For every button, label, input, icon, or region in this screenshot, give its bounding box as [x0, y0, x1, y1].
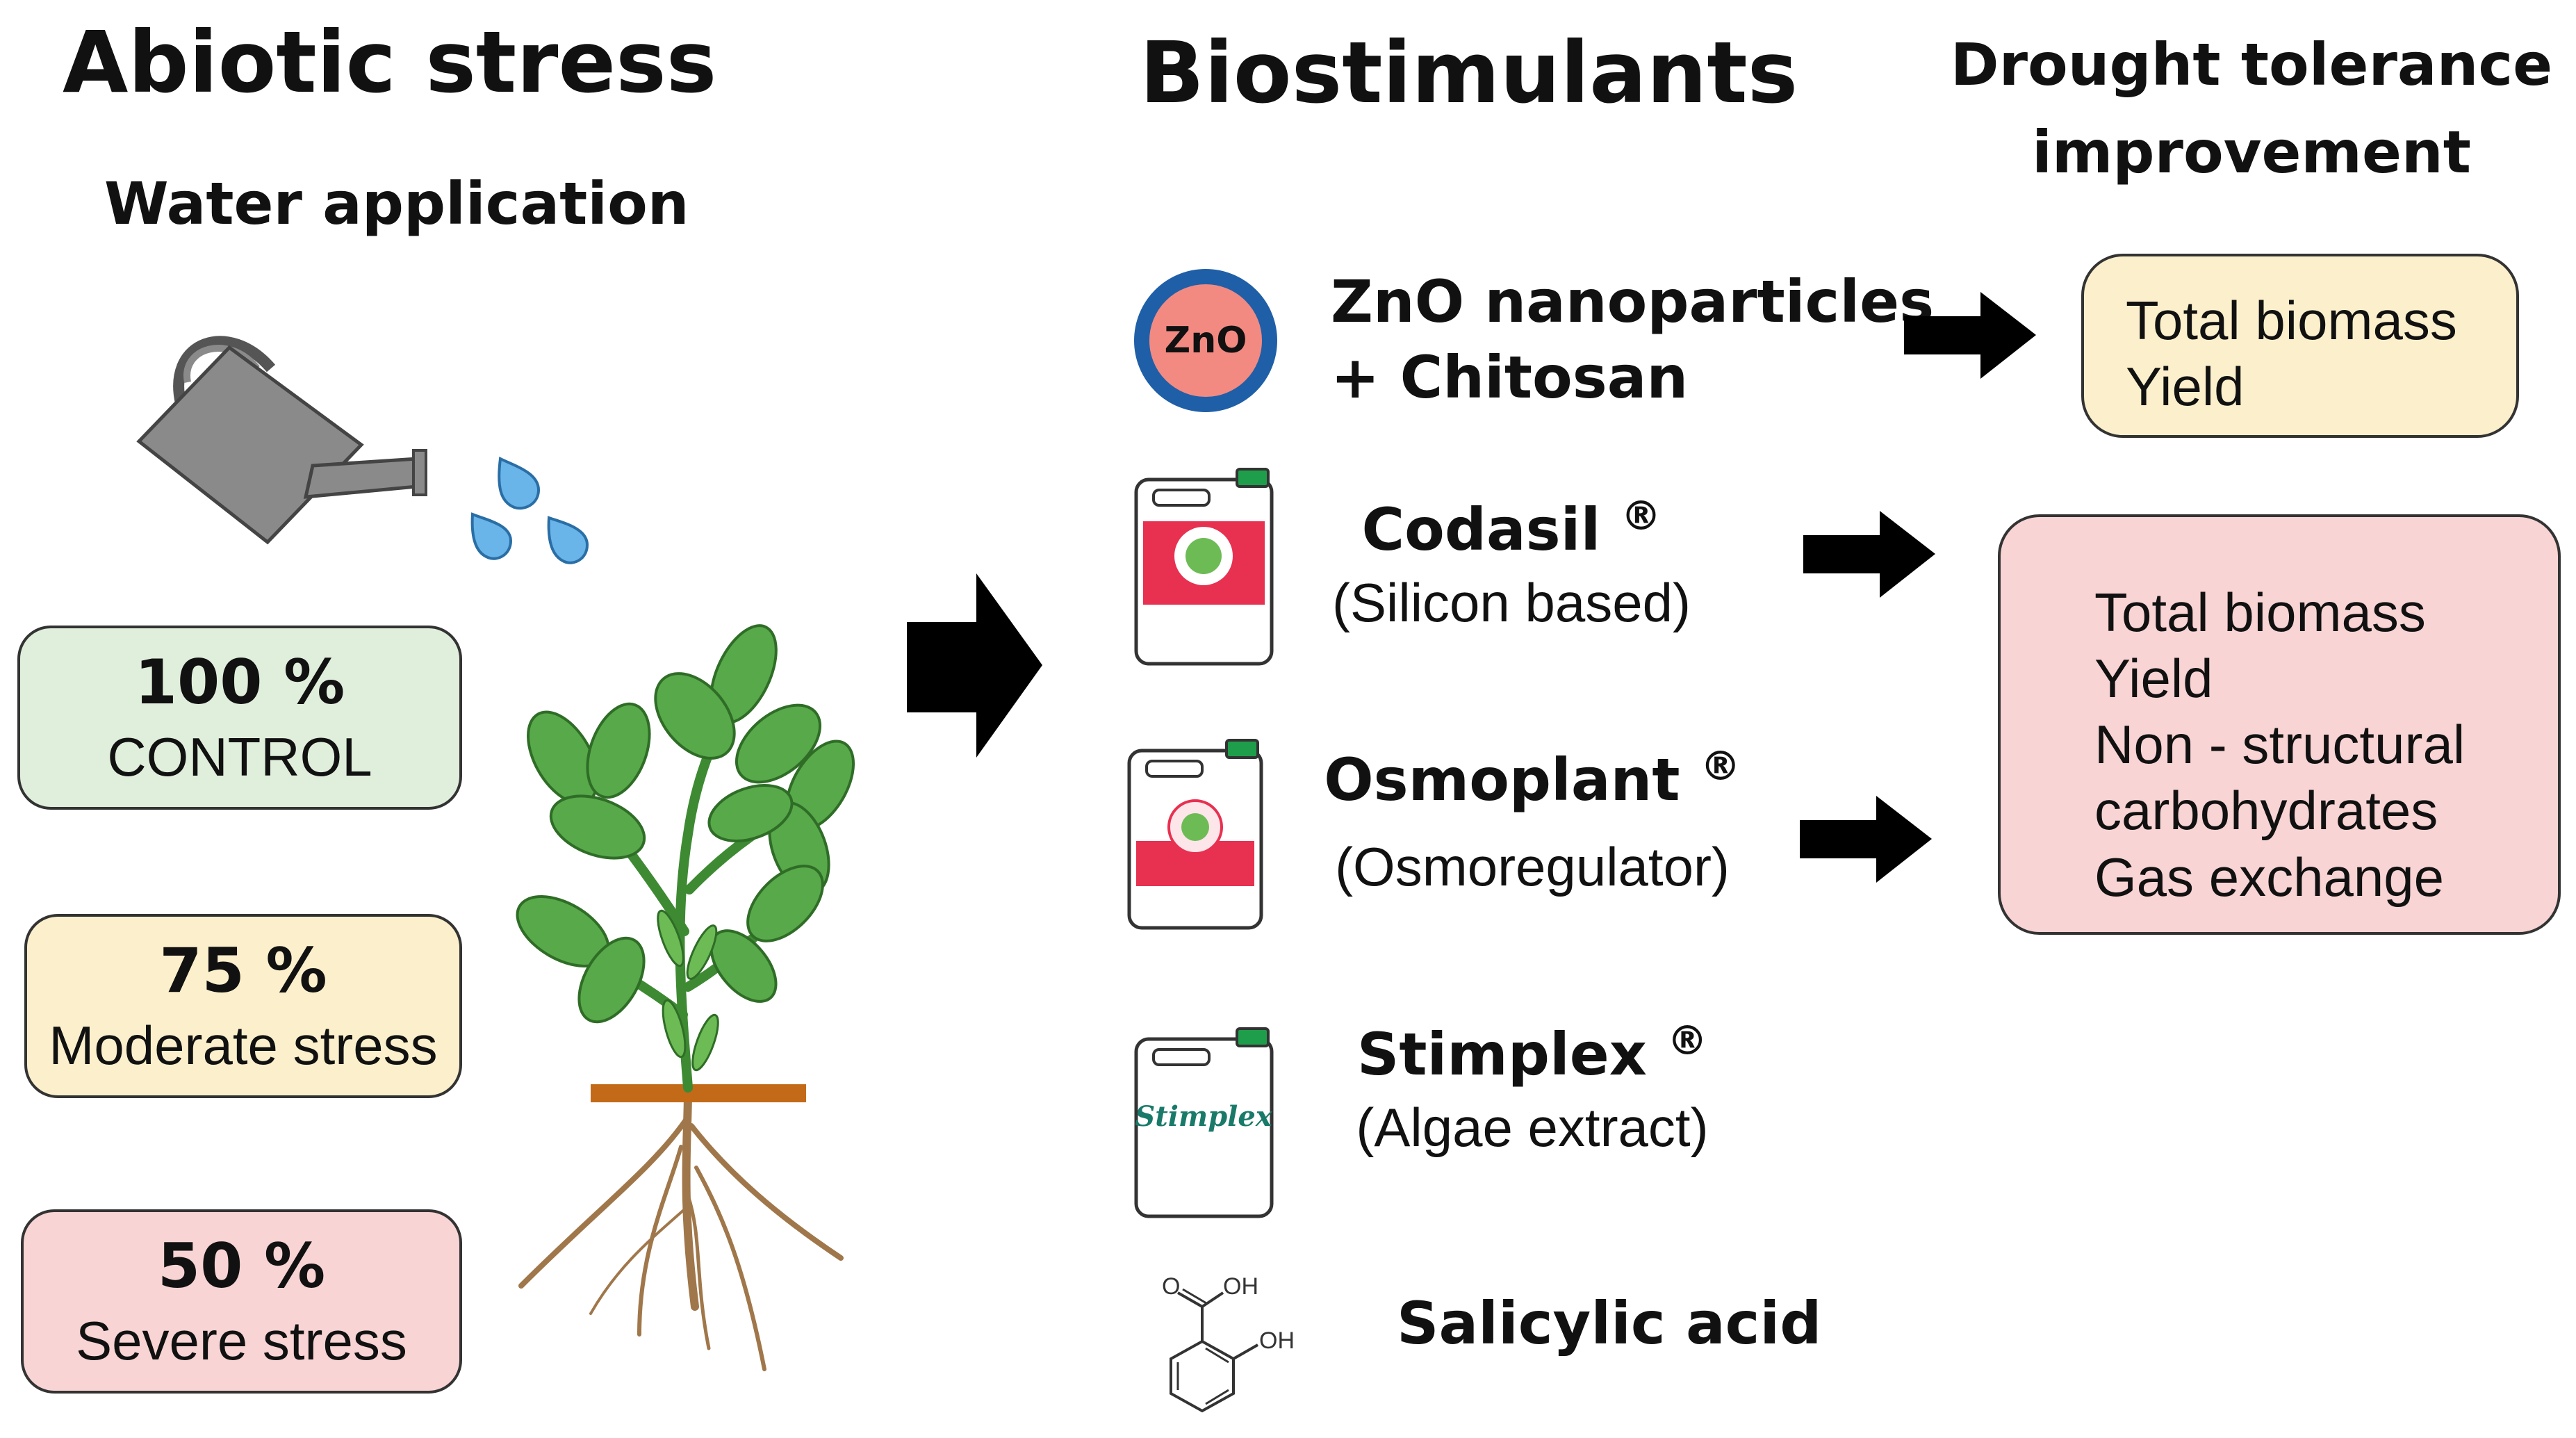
zno-name-line1: ZnO nanoparticles [1331, 268, 1935, 336]
arrow-codasil-icon [1803, 511, 1935, 598]
registered-mark: ® [1700, 742, 1741, 790]
severe-stress-box: 50 % Severe stress [21, 1209, 462, 1394]
treatment-percent: 100 % [134, 646, 345, 718]
abiotic-stress-heading: Abiotic stress [63, 13, 717, 112]
arrow-osmoplant-icon [1800, 796, 1932, 883]
treatment-label: CONTROL [107, 726, 372, 787]
codasil-name: Codasil ® [1361, 492, 1662, 564]
treatment-percent: 75 % [159, 934, 327, 1006]
stimplex-jug-label: Stimplex [1135, 1100, 1272, 1133]
moderate-stress-box: 75 % Moderate stress [24, 914, 462, 1098]
zno-result-box: Total biomass Yield [2081, 254, 2519, 438]
water-drops-icon [470, 456, 589, 564]
registered-mark: ® [1621, 492, 1662, 539]
result-item: Non - structural [2094, 714, 2466, 776]
water-application-heading: Water application [104, 170, 689, 238]
codasil-label: Codasil ® (Silicon based) [1324, 490, 1699, 639]
result-item: Total biomass [2126, 290, 2457, 351]
result-item: Yield [2126, 356, 2245, 418]
codasil-description: (Silicon based) [1332, 572, 1691, 634]
osmoplant-description: (Osmoregulator) [1335, 836, 1730, 898]
osmoplant-name: Osmoplant ® [1324, 742, 1741, 814]
stimplex-label: Stimplex ® (Algae extract) [1324, 1015, 1741, 1163]
drought-tolerance-heading: Drought tolerance improvement [1939, 21, 2564, 196]
salicylic-acid-label: Salicylic acid [1397, 1289, 1822, 1357]
result-item: carbohydrates [2094, 780, 2438, 842]
osmoplant-jug-icon [1127, 739, 1263, 930]
registered-mark: ® [1667, 1017, 1708, 1064]
salicylic-oh-side-label: OH [1259, 1327, 1295, 1354]
salicylic-o-label: O [1162, 1273, 1180, 1300]
zno-chitosan-label: ZnO nanoparticles + Chitosan [1331, 264, 1934, 416]
result-item: Total biomass [2094, 582, 2426, 643]
arrow-zno-icon [1904, 292, 2036, 379]
zno-icon-text: ZnO [1165, 320, 1247, 361]
control-treatment-box: 100 % CONTROL [17, 626, 462, 810]
salicylic-oh-top-label: OH [1223, 1273, 1258, 1300]
salicylic-acid-structure-icon: O OH OH [1162, 1273, 1295, 1413]
treatment-label: Severe stress [76, 1310, 407, 1371]
codasil-jug-icon [1134, 468, 1274, 666]
zno-nanoparticle-icon: ZnO [1134, 269, 1277, 412]
others-result-box: Total biomass Yield Non - structural car… [1998, 514, 2561, 935]
biostimulants-heading: Biostimulants [1140, 24, 1798, 122]
result-item: Gas exchange [2094, 846, 2445, 908]
watering-can-icon [136, 336, 427, 545]
stimplex-description: (Algae extract) [1356, 1097, 1709, 1159]
osmoplant-label: Osmoplant ® (Osmoregulator) [1317, 740, 1748, 903]
drought-heading-line1: Drought tolerance [1950, 31, 2553, 99]
drought-heading-line2: improvement [2032, 118, 2471, 186]
big-arrow-icon [907, 573, 1042, 758]
treatment-percent: 50 % [157, 1229, 326, 1302]
stimplex-jug-icon: Stimplex [1134, 1027, 1274, 1218]
plant-icon [516, 624, 855, 1371]
treatment-label: Moderate stress [49, 1015, 438, 1076]
stimplex-name: Stimplex ® [1356, 1017, 1708, 1088]
zno-name-line2: + Chitosan [1331, 343, 1689, 412]
result-item: Yield [2094, 648, 2213, 710]
